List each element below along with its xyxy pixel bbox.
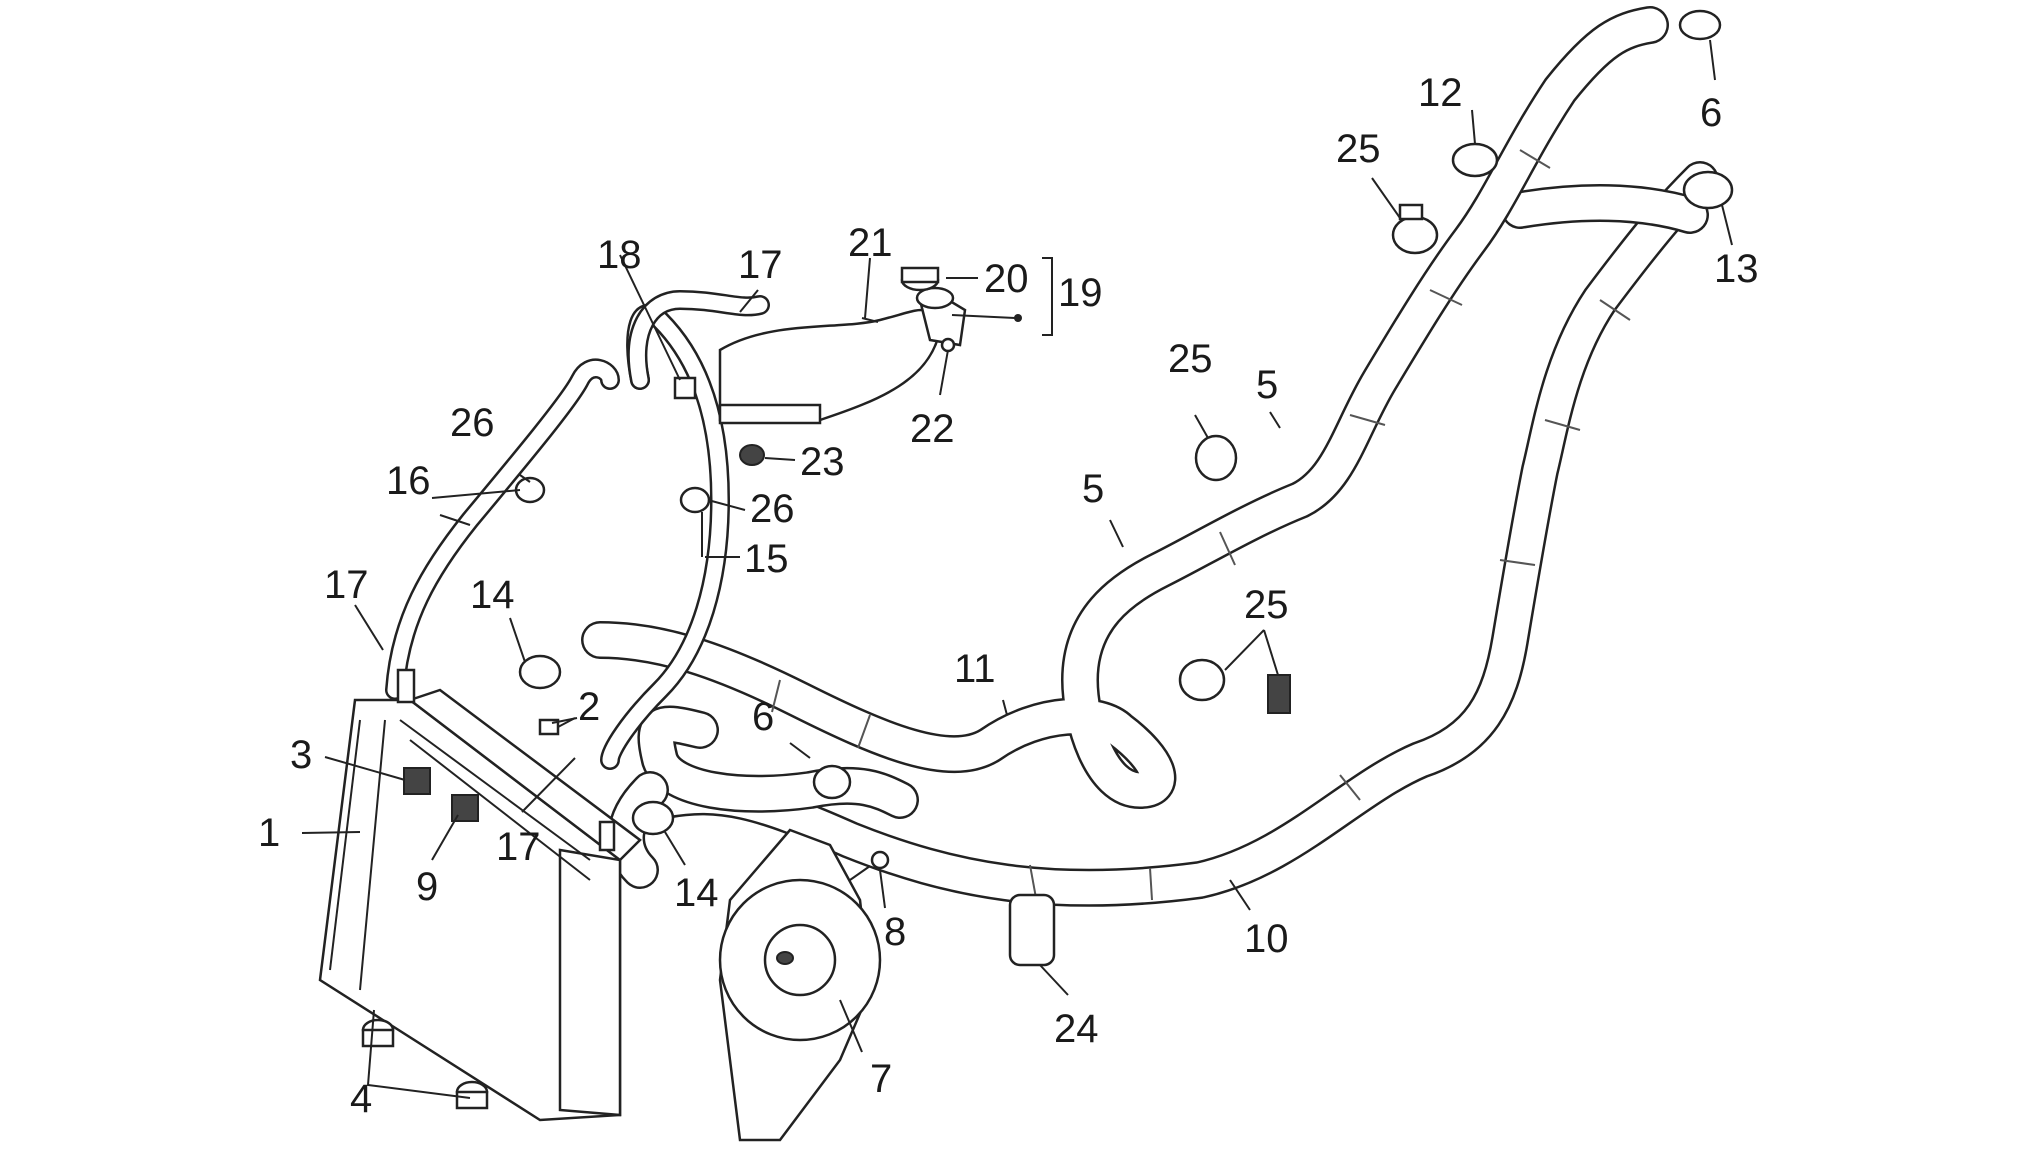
label-11: 11 (954, 647, 996, 691)
clamp-25-upper (1391, 203, 1439, 255)
clamp-26-lower (679, 486, 711, 514)
label-14-lower: 14 (674, 871, 719, 915)
label-22: 22 (910, 407, 955, 451)
label-5-upper: 5 (1256, 363, 1278, 407)
label-12: 12 (1418, 71, 1463, 115)
label-25-upper: 25 (1336, 127, 1381, 171)
label-6-top: 6 (1700, 91, 1722, 135)
screw-22 (940, 337, 956, 353)
clamp-12 (1451, 142, 1499, 178)
label-19: 19 (1058, 271, 1103, 315)
cap-20 (900, 266, 940, 292)
label-17-left: 17 (324, 563, 369, 607)
label-7: 7 (870, 1057, 892, 1101)
clamp-14-upper (518, 654, 562, 690)
expansion-tank (718, 286, 967, 425)
label-6-lower: 6 (752, 695, 774, 739)
label-25-lower: 25 (1244, 583, 1289, 627)
label-23: 23 (800, 440, 845, 484)
label-21: 21 (848, 221, 893, 265)
radiator (318, 668, 642, 1122)
clamp-25-lower (1178, 658, 1291, 714)
callout-labels: 1 2 3 4 5 5 6 6 7 8 9 10 11 12 13 14 14 … (258, 71, 1759, 1121)
clamp-14-lower (631, 800, 675, 836)
label-17-right: 17 (496, 825, 541, 869)
clamp-13 (1682, 170, 1734, 210)
rubber-mount-4 (361, 1018, 489, 1110)
label-17-top: 17 (738, 243, 783, 287)
grommet-23 (739, 444, 765, 466)
label-13: 13 (1714, 247, 1759, 291)
label-15: 15 (744, 537, 789, 581)
label-20: 20 (984, 257, 1029, 301)
hose-16 (385, 358, 620, 700)
label-26-upper: 26 (450, 401, 495, 445)
fitting-18 (673, 376, 697, 400)
clip-3 (403, 767, 431, 795)
label-8: 8 (884, 910, 906, 954)
label-9: 9 (416, 865, 438, 909)
label-14-upper: 14 (470, 573, 515, 617)
label-1: 1 (258, 811, 280, 855)
clamp-25-middle (1194, 434, 1238, 482)
clamp-6-top (1678, 9, 1722, 41)
clamp-6-lower (812, 764, 852, 800)
label-24: 24 (1054, 1007, 1099, 1051)
label-25-middle: 25 (1168, 337, 1213, 381)
screw-21 (861, 317, 879, 323)
label-2: 2 (578, 685, 600, 729)
label-26-lower: 26 (750, 487, 795, 531)
label-18: 18 (597, 233, 642, 277)
screw-8 (849, 850, 890, 881)
label-3: 3 (290, 733, 312, 777)
label-5-lower: 5 (1082, 467, 1104, 511)
hose-15 (600, 290, 770, 770)
hose-11 (581, 6, 1669, 809)
label-4: 4 (350, 1077, 372, 1121)
label-16: 16 (386, 459, 431, 503)
hose-10 (646, 161, 1719, 907)
label-10: 10 (1244, 917, 1289, 961)
leader-lines (301, 39, 1733, 1099)
duct-24 (1008, 893, 1056, 967)
